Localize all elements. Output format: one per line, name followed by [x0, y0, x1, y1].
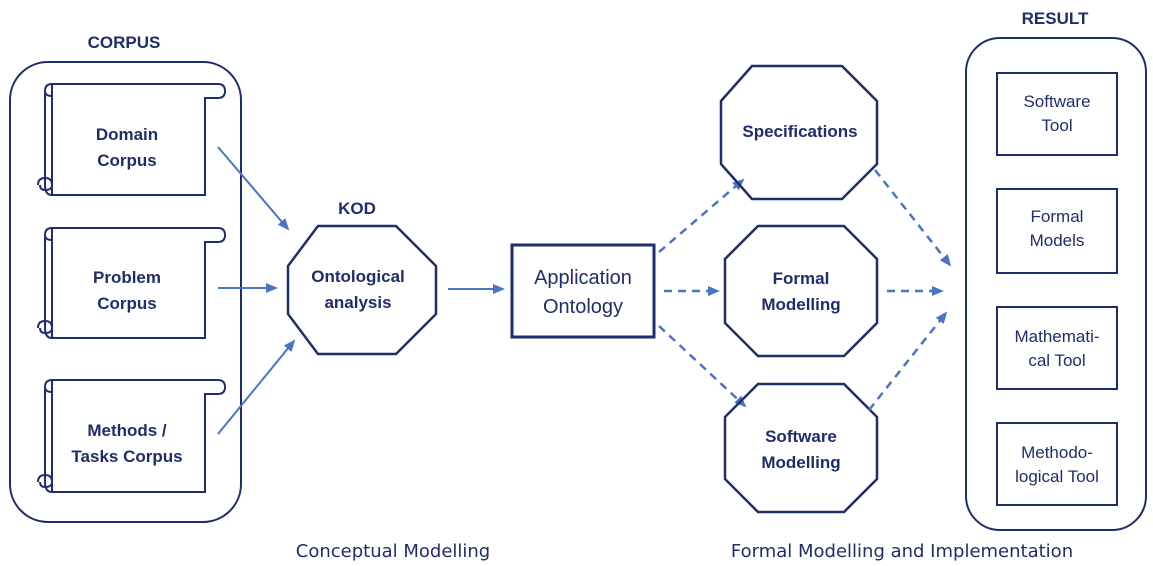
domain-corpus-scroll: Domain Corpus	[37, 83, 227, 196]
kod-label-line2: analysis	[324, 293, 391, 312]
result-box-line1: Methodo-	[1021, 443, 1093, 462]
specifications-label: Specifications	[742, 122, 857, 141]
result-container	[965, 37, 1147, 531]
caption-formal-modelling-implementation: Formal Modelling and Implementation	[731, 541, 1073, 562]
scroll-label-line1: Domain	[96, 125, 158, 144]
result-box-software-tool	[996, 72, 1118, 156]
result-box-line1: Formal	[1031, 207, 1084, 226]
result-box-mathematical-tool	[996, 306, 1118, 390]
specifications-octagon	[719, 64, 879, 201]
software-modelling-octagon	[723, 382, 879, 514]
arrow-methods-to-kod	[217, 339, 296, 435]
arrow-domain-to-kod	[217, 146, 290, 231]
kod-label-line1: Ontological	[311, 267, 405, 286]
result-box-line2: cal Tool	[1028, 351, 1085, 370]
arrow-ontology-to-specifications	[658, 178, 745, 253]
caption-conceptual-modelling: Conceptual Modelling	[296, 541, 490, 562]
formal-modelling-line1: Formal	[773, 269, 830, 288]
scroll-icon	[37, 227, 227, 339]
software-modelling-line2: Modelling	[761, 453, 840, 472]
application-ontology-box	[510, 243, 656, 339]
result-box-line2: Models	[1030, 231, 1085, 250]
result-box-line1: Software	[1023, 92, 1090, 111]
methods-tasks-corpus-scroll: Methods / Tasks Corpus	[37, 379, 227, 493]
software-modelling-line1: Software	[765, 427, 837, 446]
result-box-methodological-tool	[996, 422, 1118, 506]
application-ontology-line2: Ontology	[543, 296, 623, 318]
scroll-label-line2: Tasks Corpus	[71, 447, 182, 466]
kod-title: KOD	[338, 199, 376, 218]
scroll-label-line2: Corpus	[97, 294, 157, 313]
result-box-line1: Mathemati-	[1014, 327, 1099, 346]
scroll-label-line1: Methods /	[87, 421, 167, 440]
arrow-software-to-result	[868, 311, 948, 411]
scroll-icon	[37, 379, 227, 493]
arrow-ontology-to-software	[658, 325, 747, 408]
corpus-title: CORPUS	[88, 33, 161, 52]
corpus-container	[9, 61, 242, 523]
result-box-line2: Tool	[1041, 116, 1072, 135]
result-box-formal-models	[996, 188, 1118, 274]
result-title: RESULT	[1022, 9, 1089, 28]
scroll-label-line1: Problem	[93, 268, 161, 287]
formal-modelling-line2: Modelling	[761, 295, 840, 314]
formal-modelling-octagon	[723, 224, 879, 358]
scroll-icon	[37, 83, 227, 196]
result-box-line2: logical Tool	[1015, 467, 1099, 486]
problem-corpus-scroll: Problem Corpus	[37, 227, 227, 339]
scroll-label-line2: Corpus	[97, 151, 157, 170]
application-ontology-line1: Application	[534, 267, 632, 289]
arrow-specifications-to-result	[874, 169, 952, 267]
kod-octagon	[286, 224, 438, 356]
